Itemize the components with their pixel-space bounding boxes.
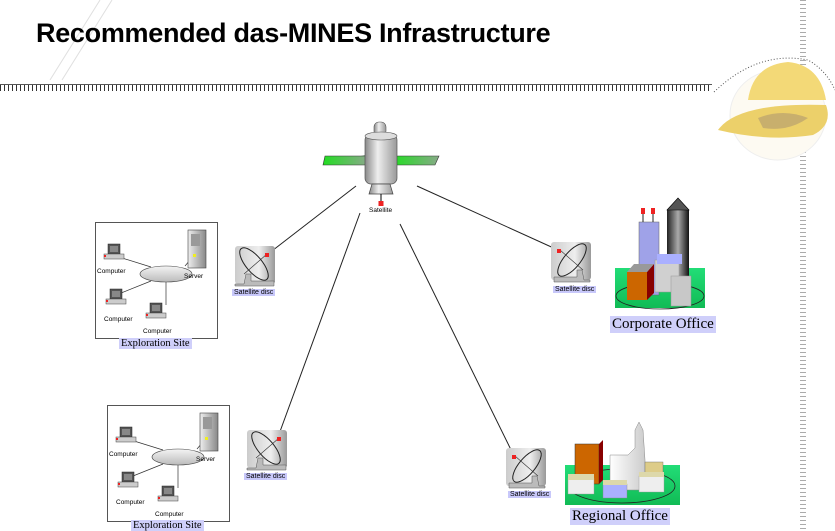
link-satellite-dish-1: [267, 185, 357, 255]
watermark-tick-decoration: [30, 0, 120, 81]
exploration-site-network-2[interactable]: Computer Server Computer Computer: [107, 405, 230, 522]
satellite-dish-node-3[interactable]: [246, 428, 290, 472]
server-label: Server: [184, 273, 204, 280]
link-satellite-dish-2: [416, 185, 559, 251]
city-buildings-icon: [615, 197, 705, 310]
header-ruler-divider: [0, 84, 712, 91]
satellite-dish-icon: [246, 430, 287, 471]
server-label: Server: [196, 456, 216, 463]
computer-icon: [145, 302, 167, 319]
town-buildings-icon: [565, 421, 680, 505]
hard-hat-icon: [708, 30, 835, 161]
computer-label: Computer: [143, 328, 172, 335]
exploration-site-label-1: Exploration Site: [119, 338, 192, 349]
regional-office-node[interactable]: [565, 420, 681, 506]
corporate-office-label: Corporate Office: [610, 316, 716, 333]
satellite-dish-label-1: Satellite disc: [232, 289, 276, 296]
computer-icon: [157, 485, 179, 502]
satellite-icon: [322, 121, 440, 206]
exploration-site-label-2: Exploration Site: [131, 520, 204, 531]
computer-icon: [115, 426, 137, 443]
computer-label: Computer: [155, 511, 184, 518]
link-satellite-dish-3: [277, 212, 361, 438]
satellite-dish-icon: [506, 448, 546, 489]
server-icon: [199, 412, 219, 452]
computer-icon: [103, 243, 125, 260]
computer-label: Computer: [104, 316, 133, 323]
computer-icon: [117, 471, 139, 488]
satellite-label: Satellite: [369, 207, 393, 214]
side-ruler-divider: [800, 0, 806, 531]
computer-label: Computer: [109, 451, 138, 458]
link-satellite-dish-4: [399, 223, 516, 459]
computer-label: Computer: [116, 499, 145, 506]
satellite-dish-node-1[interactable]: [234, 244, 278, 288]
lan-network-diagram: [103, 229, 207, 319]
satellite-node[interactable]: [322, 121, 440, 217]
satellite-dish-label-4: Satellite disc: [508, 491, 552, 498]
computer-icon: [105, 288, 127, 305]
satellite-dish-icon: [551, 242, 591, 283]
server-icon: [187, 229, 207, 269]
satellite-dish-node-4[interactable]: [505, 446, 549, 490]
exploration-site-network-1[interactable]: Computer Server Computer Computer: [95, 222, 218, 339]
satellite-dish-icon: [234, 246, 275, 287]
regional-office-label: Regional Office: [570, 508, 670, 525]
slide-title: Recommended das-MINES Infrastructure: [36, 18, 551, 48]
lan-network-diagram: [115, 412, 219, 502]
computer-label: Computer: [97, 268, 126, 275]
corporate-office-node[interactable]: [613, 196, 708, 310]
satellite-dish-label-2: Satellite disc: [553, 286, 597, 293]
satellite-dish-node-2[interactable]: [550, 240, 594, 284]
satellite-dish-label-3: Satellite disc: [244, 473, 288, 480]
